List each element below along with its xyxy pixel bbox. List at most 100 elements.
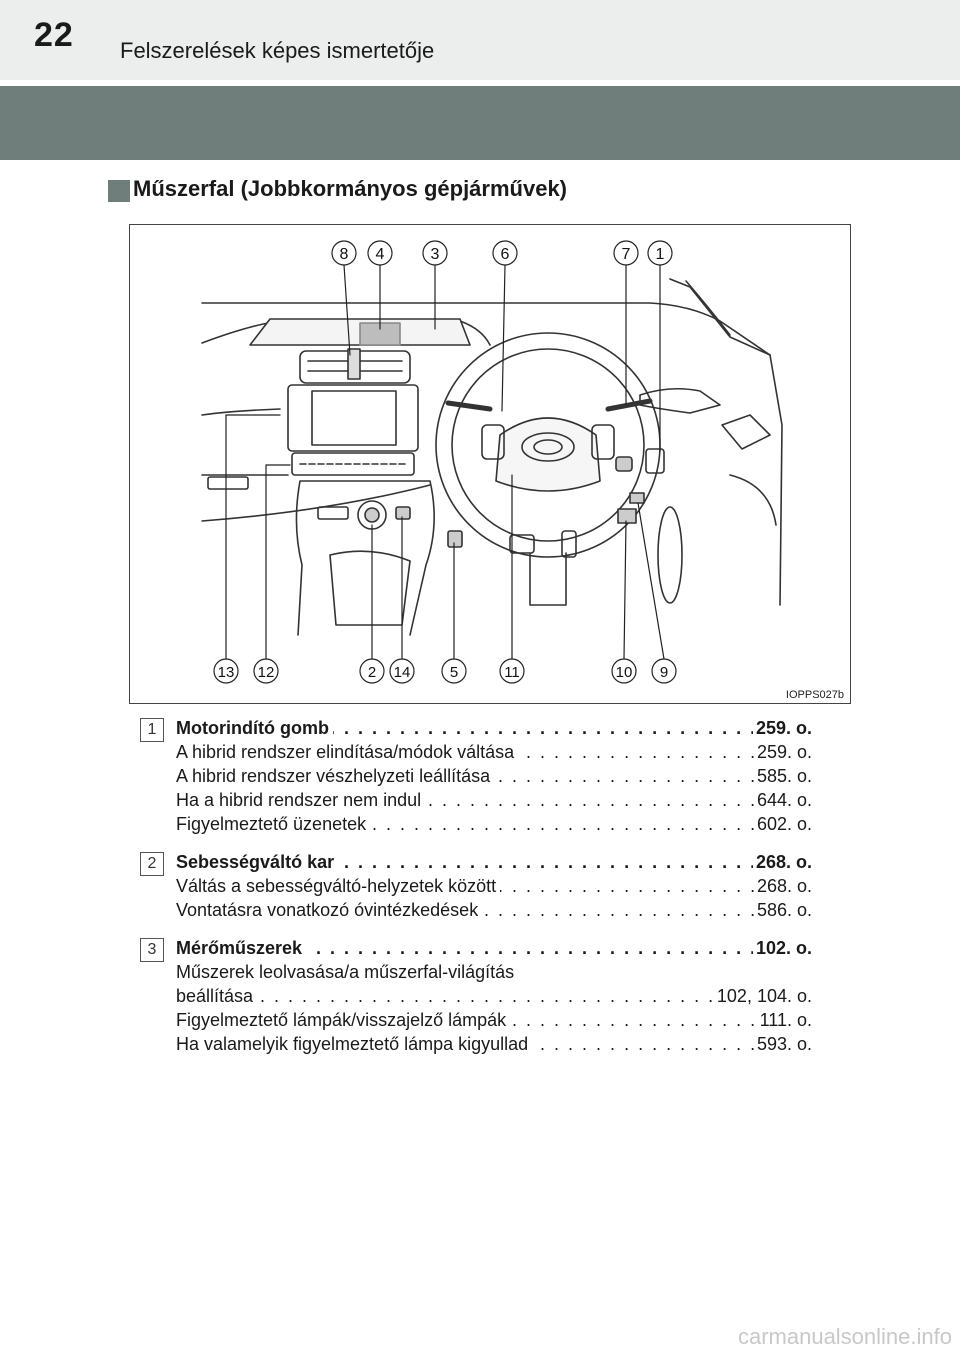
brake-pedal bbox=[509, 534, 535, 554]
callout-labels-top: 8 4 3 6 7 1 bbox=[340, 246, 665, 263]
index-label: Ha valamelyik figyelmeztető lámpa kigyul… bbox=[176, 1032, 533, 1056]
left-stalk bbox=[445, 400, 493, 412]
climate-panel bbox=[291, 452, 415, 476]
index-line: . . . . . . . . . . . . . . . . . . . . … bbox=[176, 740, 812, 764]
index-line: Műszerek leolvasása/a műszerfal-világítá… bbox=[176, 960, 812, 984]
dot-leader: . . . . . . . . . . . . . . . . . . . . … bbox=[176, 938, 812, 958]
callout-5: 5 bbox=[450, 664, 458, 681]
callout-9: 9 bbox=[660, 664, 668, 681]
bottom-callouts bbox=[213, 414, 677, 684]
wheel-switches-left bbox=[481, 424, 505, 460]
center-console bbox=[295, 480, 435, 636]
section-title: Műszerfal (Jobbkormányos gépjárművek) bbox=[133, 176, 568, 201]
index-line: . . . . . . . . . . . . . . . . . . . . … bbox=[176, 874, 812, 898]
hazard-switch bbox=[347, 348, 361, 380]
index-line: . . . . . . . . . . . . . . . . . . . . … bbox=[176, 984, 812, 1008]
right-switch-panel bbox=[645, 448, 665, 474]
header-band bbox=[0, 86, 960, 160]
door-vent bbox=[639, 387, 721, 414]
index-label: Váltás a sebességváltó-helyzetek között bbox=[176, 874, 501, 898]
index-label: Motorindító gomb bbox=[176, 716, 333, 740]
entry-number: 3 bbox=[140, 938, 164, 962]
index-label: Sebességváltó kar bbox=[176, 850, 339, 874]
index-line: . . . . . . . . . . . . . . . . . . . . … bbox=[176, 1008, 812, 1032]
brand-emblem-inner bbox=[533, 439, 563, 455]
page-reference: 585. o. bbox=[753, 764, 812, 788]
right-stalk bbox=[605, 398, 653, 412]
steering-column bbox=[529, 552, 567, 606]
entry-number: 1 bbox=[140, 718, 164, 742]
shift-knob bbox=[364, 507, 380, 523]
callout-2: 2 bbox=[368, 664, 376, 681]
brand-emblem bbox=[521, 432, 575, 462]
page-reference: 602. o. bbox=[753, 812, 812, 836]
callout-14: 14 bbox=[394, 664, 411, 681]
top-callouts bbox=[331, 240, 673, 452]
index-label: A hibrid rendszer vészhelyzeti leállítás… bbox=[176, 764, 495, 788]
page-reference: 102. o. bbox=[752, 936, 812, 960]
wheel-switches-right bbox=[591, 424, 615, 460]
hood-lever bbox=[629, 492, 645, 504]
dot-leader: . . . . . . . . . . . . . . . . . . . . … bbox=[176, 718, 812, 738]
page-reference: 259. o. bbox=[752, 716, 812, 740]
accelerator-pedal bbox=[561, 530, 577, 558]
callout-13: 13 bbox=[218, 664, 235, 681]
callout-4: 4 bbox=[376, 246, 385, 263]
callout-3: 3 bbox=[431, 246, 440, 263]
index-label: Ha a hibrid rendszer nem indul bbox=[176, 788, 426, 812]
index-line: . . . . . . . . . . . . . . . . . . . . … bbox=[176, 812, 812, 836]
index-line: . . . . . . . . . . . . . . . . . . . . … bbox=[176, 764, 812, 788]
page-reference: 268. o. bbox=[752, 850, 812, 874]
watermark: carmanualsonline.info bbox=[737, 1324, 952, 1349]
glovebox-vent bbox=[207, 476, 249, 490]
multimedia-panel bbox=[287, 384, 419, 452]
index-line: . . . . . . . . . . . . . . . . . . . . … bbox=[176, 716, 812, 740]
door-panel bbox=[729, 354, 783, 606]
door-speaker bbox=[657, 506, 683, 604]
dashboard-illustration: 8 4 3 6 7 1 13 12 2 14 5 11 10 9 bbox=[201, 240, 783, 684]
page-reference: 102, 104. o. bbox=[713, 984, 812, 1008]
dot-leader: . . . . . . . . . . . . . . . . . . . . … bbox=[176, 986, 812, 1006]
page-reference: 111. o. bbox=[756, 1008, 812, 1032]
callout-11: 11 bbox=[504, 664, 520, 681]
callout-12: 12 bbox=[258, 664, 275, 681]
index-label: Műszerek leolvasása/a műszerfal-világítá… bbox=[176, 962, 515, 982]
page-reference: 586. o. bbox=[753, 898, 812, 922]
index-label: Mérőműszerek bbox=[176, 936, 307, 960]
multimedia-screen bbox=[311, 390, 397, 446]
dashboard-figure: 8 4 3 6 7 1 13 12 2 14 5 11 10 9 bbox=[129, 224, 851, 704]
index-line: . . . . . . . . . . . . . . . . . . . . … bbox=[176, 1032, 812, 1056]
chapter-title: Felszerelések képes ismertetője bbox=[120, 38, 435, 63]
index-line: . . . . . . . . . . . . . . . . . . . . … bbox=[176, 898, 812, 922]
page-number: 22 bbox=[34, 16, 74, 54]
steering-wheel-inner bbox=[451, 348, 645, 542]
a-pillar bbox=[669, 278, 771, 356]
console-buttons bbox=[317, 506, 349, 520]
header-bar bbox=[0, 0, 960, 80]
page-reference: 644. o. bbox=[753, 788, 812, 812]
parking-brake-pedal bbox=[447, 530, 463, 548]
callout-10: 10 bbox=[616, 664, 633, 681]
page-reference: 268. o. bbox=[753, 874, 812, 898]
entry-number: 2 bbox=[140, 852, 164, 876]
page-reference: 259. o. bbox=[753, 740, 812, 764]
fuel-door-opener bbox=[617, 508, 637, 524]
index-label: Figyelmeztető üzenetek bbox=[176, 812, 371, 836]
index-label: Vontatásra vonatkozó óvintézkedések bbox=[176, 898, 483, 922]
door-handle bbox=[721, 414, 771, 450]
callout-7: 7 bbox=[622, 246, 631, 263]
page-reference: 593. o. bbox=[753, 1032, 812, 1056]
index-line: . . . . . . . . . . . . . . . . . . . . … bbox=[176, 850, 812, 874]
callout-6: 6 bbox=[501, 246, 510, 263]
callout-8: 8 bbox=[340, 246, 349, 263]
park-button bbox=[395, 506, 411, 520]
a-pillar-inner bbox=[685, 280, 731, 336]
power-switch bbox=[615, 456, 633, 472]
lower-console bbox=[329, 550, 411, 626]
section-marker bbox=[108, 180, 130, 202]
index-line: . . . . . . . . . . . . . . . . . . . . … bbox=[176, 936, 812, 960]
figure-code: IOPPS027b bbox=[785, 689, 844, 701]
index-line: . . . . . . . . . . . . . . . . . . . . … bbox=[176, 788, 812, 812]
index-label: beállítása bbox=[176, 984, 258, 1008]
index-label: Figyelmeztető lámpák/visszajelző lámpák bbox=[176, 1008, 511, 1032]
